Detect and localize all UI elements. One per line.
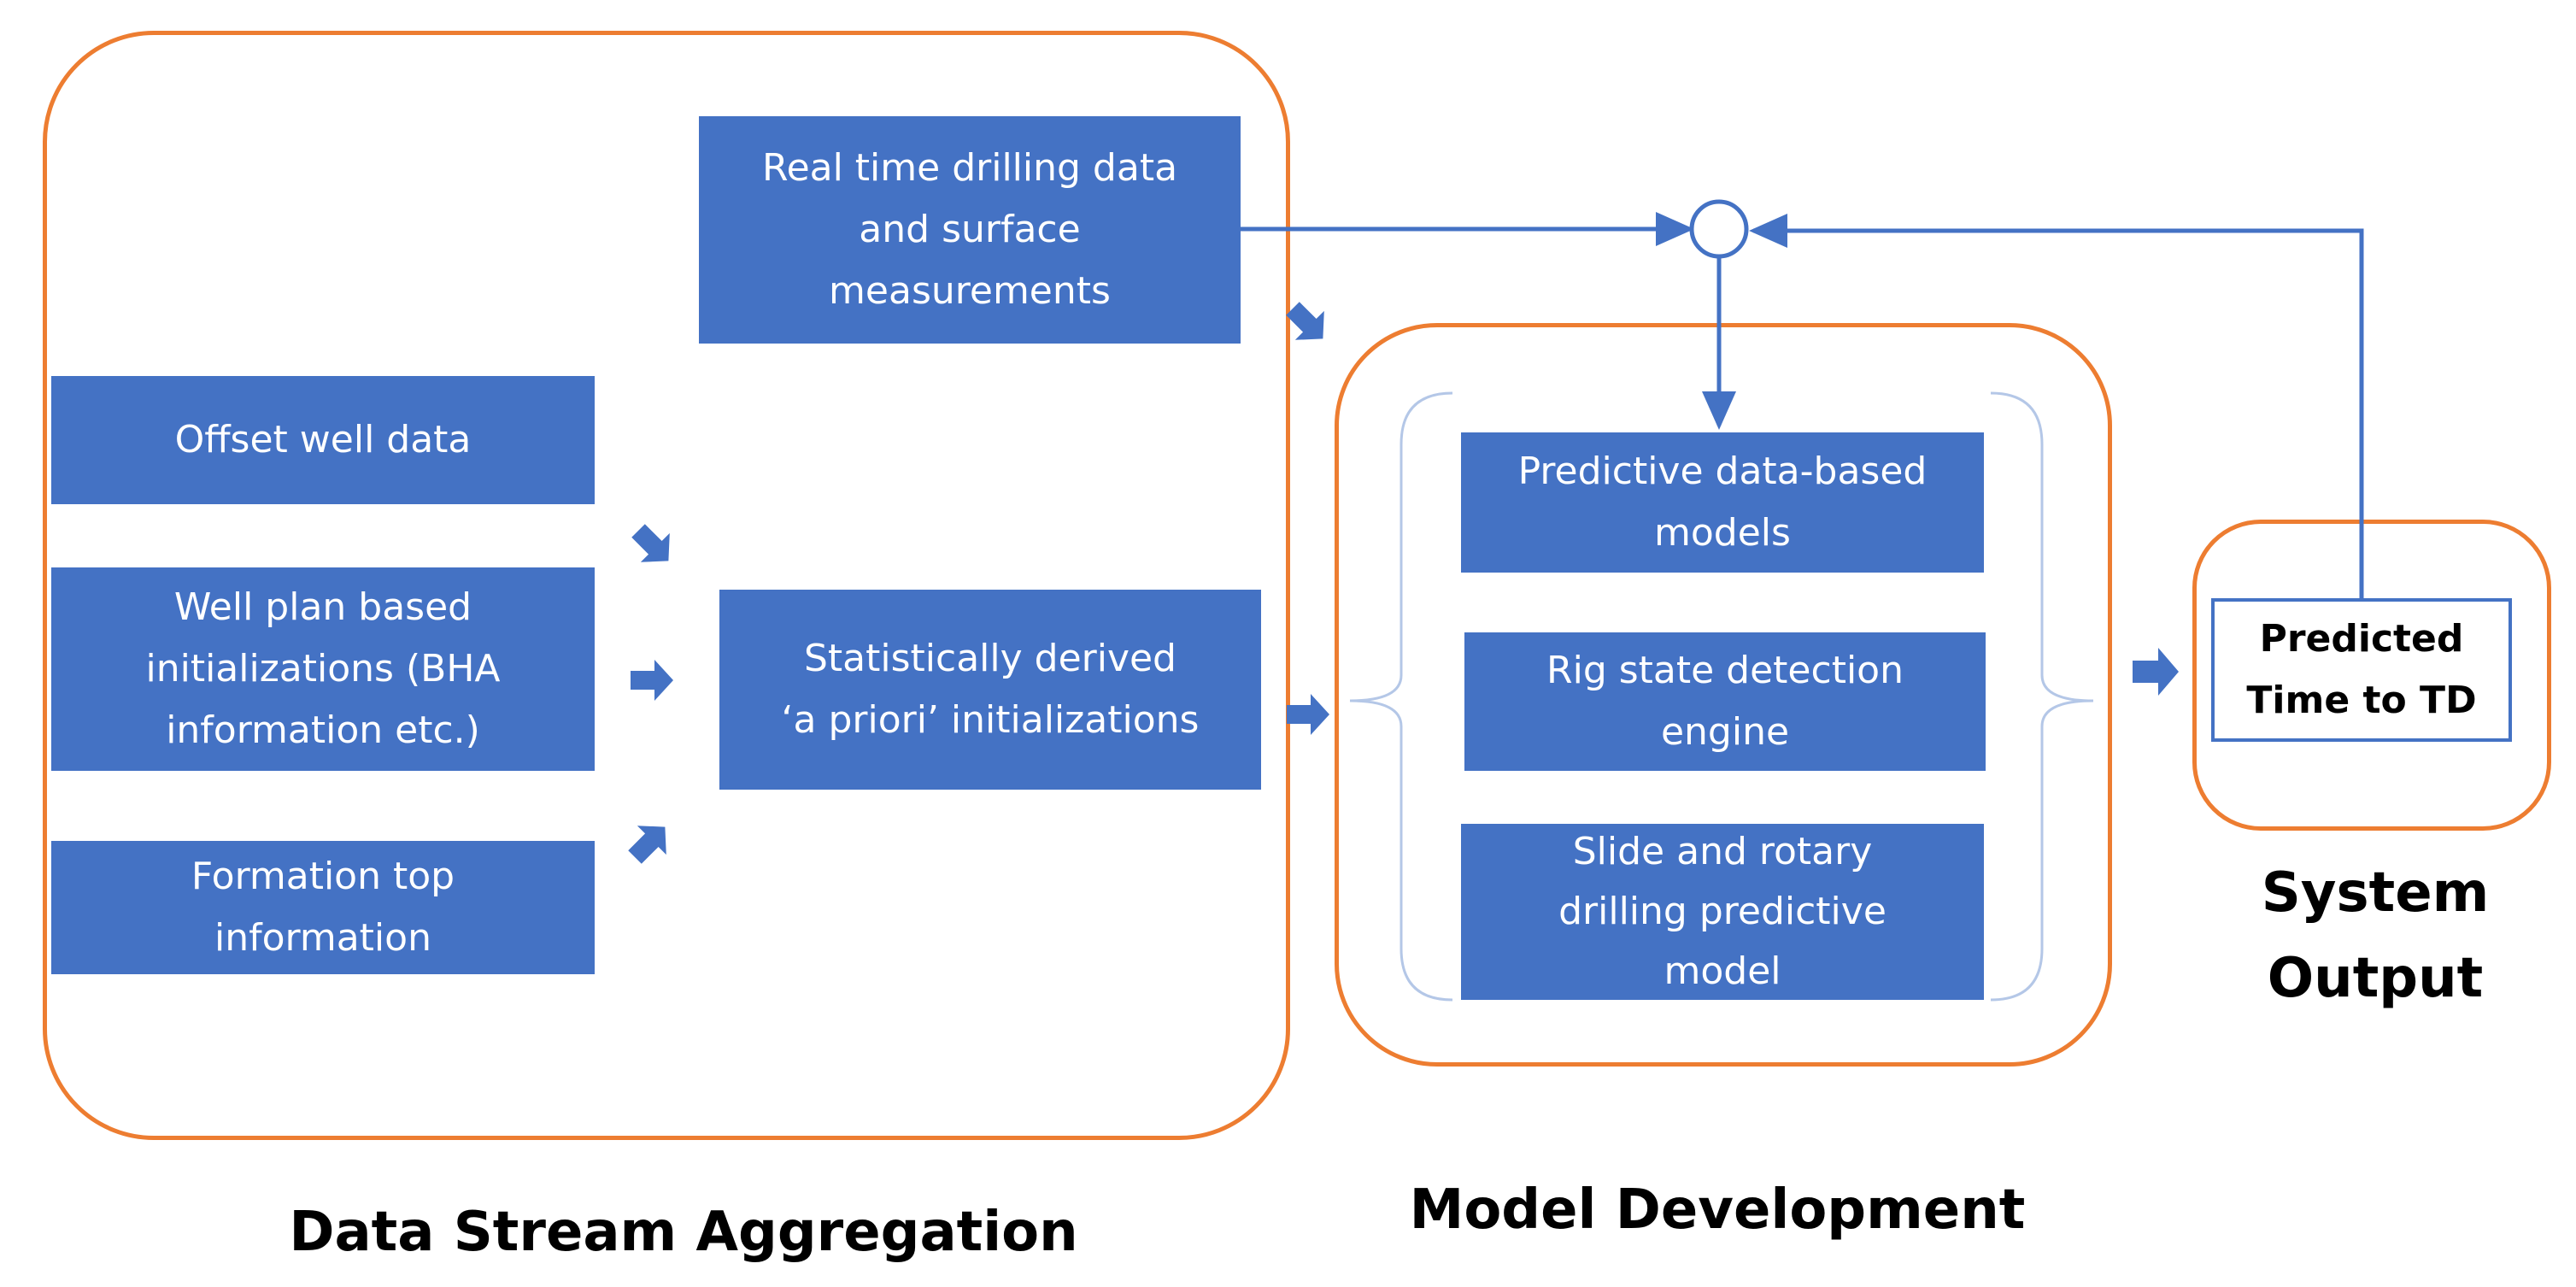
realtime-drilling-data-box: Real time drilling data and surface meas… xyxy=(699,116,1241,344)
block-arrow-icon xyxy=(631,660,673,701)
curly-brace-icon xyxy=(1349,391,1453,1002)
statistical-initializations-box: Statistically derived ‘a priori’ initial… xyxy=(719,590,1261,790)
offset-well-data-box: Offset well data xyxy=(51,376,595,504)
block-arrow-icon xyxy=(1287,694,1329,735)
formation-top-information-box: Formation top information xyxy=(51,841,595,974)
block-arrow-icon xyxy=(628,826,666,864)
system-output-group xyxy=(2192,520,2551,831)
block-arrow-icon xyxy=(631,524,670,562)
block-arrow-icon xyxy=(2133,648,2179,696)
system-output-label: System Output xyxy=(2261,861,2490,1010)
rig-state-detection-box: Rig state detection engine xyxy=(1464,632,1986,771)
predictive-models-box: Predictive data-based models xyxy=(1461,432,1984,573)
model-development-label: Model Development xyxy=(1409,1178,2026,1242)
feedback-line xyxy=(1749,214,2364,598)
curly-brace-icon xyxy=(1990,391,2094,1002)
model-development-group xyxy=(1335,323,2112,1067)
slide-rotary-model-box: Slide and rotary drilling predictive mod… xyxy=(1461,824,1984,1000)
block-arrow-icon xyxy=(1286,302,1324,340)
predicted-time-to-td-box: Predicted Time to TD xyxy=(2211,598,2512,742)
summing-junction-icon xyxy=(1689,199,1749,259)
data-stream-aggregation-group xyxy=(43,31,1290,1140)
data-stream-aggregation-label: Data Stream Aggregation xyxy=(289,1201,1078,1264)
well-plan-initializations-box: Well plan based initializations (BHA inf… xyxy=(51,567,595,771)
